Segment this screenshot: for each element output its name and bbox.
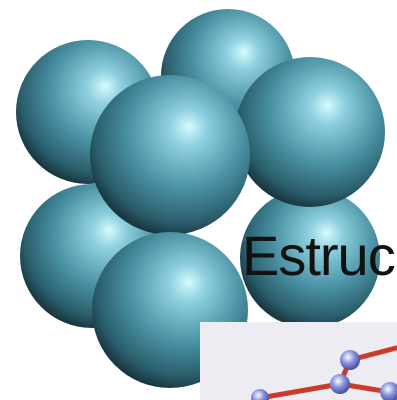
atom (251, 389, 269, 400)
atom (340, 350, 360, 370)
sphere (240, 188, 380, 328)
molecule-image (251, 345, 397, 400)
atom (380, 382, 397, 400)
sphere (90, 75, 250, 235)
sphere (235, 57, 385, 207)
atom (330, 374, 350, 394)
caption-text: Estruc (242, 224, 396, 287)
molecule-thumbnail (200, 322, 397, 400)
